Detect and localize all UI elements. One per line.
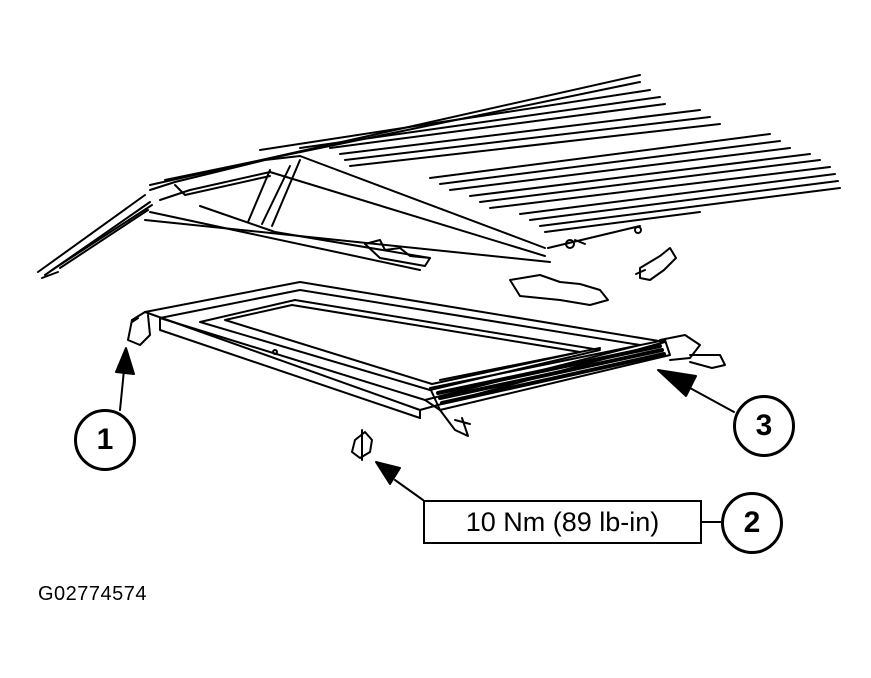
shade-rail (429, 334, 726, 437)
leader-line-3 (657, 369, 735, 413)
torque-spec-text: 10 Nm (89 lb-in) (465, 506, 660, 537)
callout-1-label: 1 (96, 423, 114, 456)
callout-3-label: 3 (755, 409, 773, 442)
callout-2-label: 2 (743, 506, 761, 539)
bracket-fastener (635, 247, 677, 281)
sunroof-frame (127, 281, 666, 419)
leader-line-1 (115, 347, 135, 411)
torque-spec-box: 10 Nm (89 lb-in) (423, 500, 702, 544)
callout-3: 3 (733, 395, 795, 457)
leader-line-2 (375, 461, 722, 523)
bolt (351, 429, 373, 461)
callout-2: 2 (721, 492, 783, 554)
callout-1: 1 (74, 409, 136, 471)
figure-id: G02774574 (38, 583, 148, 605)
roof-panel (37, 74, 841, 306)
